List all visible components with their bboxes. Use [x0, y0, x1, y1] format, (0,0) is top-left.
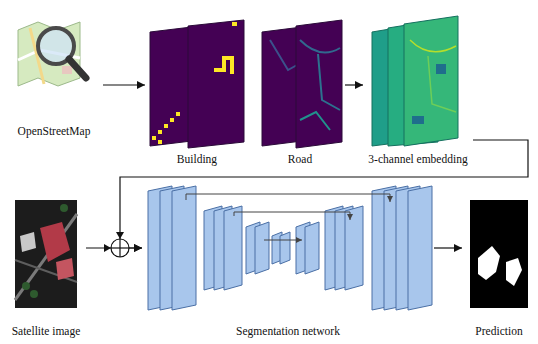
feature-map [280, 232, 290, 264]
embedding-stack: 3-channel embedding [363, 18, 473, 166]
building-pixel [158, 130, 162, 134]
layer-stack: Building [145, 18, 249, 166]
arrow-head [116, 232, 124, 239]
embedding-building [436, 64, 446, 74]
input-image: Satellite image [6, 196, 86, 338]
feature-map [408, 186, 432, 310]
source-icon: OpenStreetMap [5, 12, 103, 138]
caption-label: Segmentation network [234, 325, 342, 338]
magnifier-handle [69, 59, 86, 78]
road-layer [296, 20, 342, 148]
embedding-layer [404, 16, 458, 146]
building-pixel [176, 112, 180, 116]
flow-arrow [103, 84, 145, 85]
building-pixel [170, 118, 174, 122]
flow-arrow [120, 140, 528, 248]
caption-label: 3-channel embedding [366, 153, 469, 166]
caption-label: Road [286, 153, 314, 166]
output-image: Prediction [462, 194, 536, 338]
map-sheet [18, 22, 80, 86]
feature-map [172, 186, 196, 310]
building-layer [188, 20, 244, 148]
building-pixel [214, 68, 224, 72]
layer-stack: Road [255, 18, 345, 166]
flow-arrow [434, 247, 462, 248]
road-line [300, 112, 330, 130]
feature-map [224, 206, 242, 290]
satellite-tree [22, 282, 30, 290]
sum-symbol [111, 239, 129, 257]
feature-map [255, 222, 269, 274]
road-line [318, 54, 340, 110]
flow-arrow [86, 247, 142, 248]
building-pixel [158, 140, 162, 144]
mask-region [478, 246, 500, 280]
embedding-road [410, 40, 456, 52]
flow-arrow [345, 84, 363, 85]
satellite-road [15, 214, 77, 300]
map-block [62, 66, 72, 74]
skip-connection [234, 212, 350, 220]
road-line [300, 40, 340, 53]
skip-connection [264, 240, 302, 241]
embedding-road [428, 56, 456, 112]
mask-region [506, 258, 522, 286]
satellite-photo [15, 200, 77, 308]
network-block: Segmentation network [142, 186, 434, 338]
satellite-tree [30, 290, 38, 298]
satellite-roof [56, 258, 74, 280]
caption-label: Prediction [473, 325, 524, 338]
caption-label: Satellite image [10, 325, 83, 338]
caption-label: Building [175, 153, 219, 166]
building-pixel [164, 124, 168, 128]
building-pixel [232, 22, 237, 26]
satellite-roof [40, 222, 70, 262]
building-pixel [222, 56, 234, 60]
sum-symbol-bar [119, 239, 120, 257]
arrow-head [104, 244, 111, 252]
embedding-building [412, 116, 424, 124]
building-pixel [230, 60, 234, 74]
satellite-tree [60, 204, 68, 212]
satellite-roof [20, 232, 36, 252]
feature-map [345, 206, 363, 290]
building-pixel [152, 136, 156, 140]
caption-label: OpenStreetMap [16, 125, 93, 138]
feature-map [305, 222, 319, 274]
skip-connection [186, 194, 390, 202]
prediction-mask [470, 200, 528, 308]
